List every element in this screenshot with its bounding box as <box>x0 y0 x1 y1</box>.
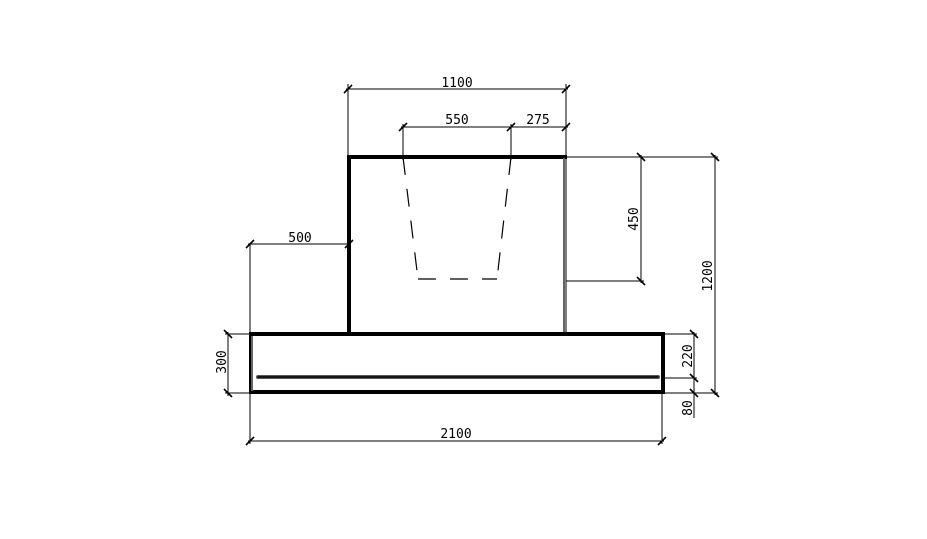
dim-label-220: 220 <box>681 344 696 367</box>
hidden-duct <box>402 156 512 280</box>
dim-chimney-offset: 500 <box>245 231 354 334</box>
dim-label-1100: 1100 <box>441 76 472 91</box>
duct-left-edge <box>402 156 419 280</box>
canopy-body <box>249 332 665 394</box>
dim-label-300: 300 <box>215 350 230 373</box>
dim-label-80: 80 <box>681 400 696 416</box>
dim-label-550: 550 <box>445 113 468 128</box>
dim-label-2100: 2100 <box>440 427 471 442</box>
dim-duct-width: 550 275 <box>398 113 571 160</box>
dim-label-450: 450 <box>627 207 642 230</box>
dim-total-height: 1200 <box>663 152 720 398</box>
dim-chimney-width: 1100 <box>343 76 571 157</box>
dim-label-1200: 1200 <box>701 260 716 291</box>
dim-canopy-height: 300 <box>215 329 251 398</box>
chimney-body <box>347 155 567 335</box>
duct-right-edge <box>496 156 512 280</box>
dim-label-500: 500 <box>288 231 311 246</box>
dim-canopy-width: 2100 <box>245 393 667 446</box>
dim-label-275: 275 <box>526 113 549 128</box>
dim-canopy-sections: 220 80 <box>663 329 699 418</box>
dim-duct-depth: 450 <box>566 152 718 286</box>
canopy-outline <box>249 332 665 394</box>
